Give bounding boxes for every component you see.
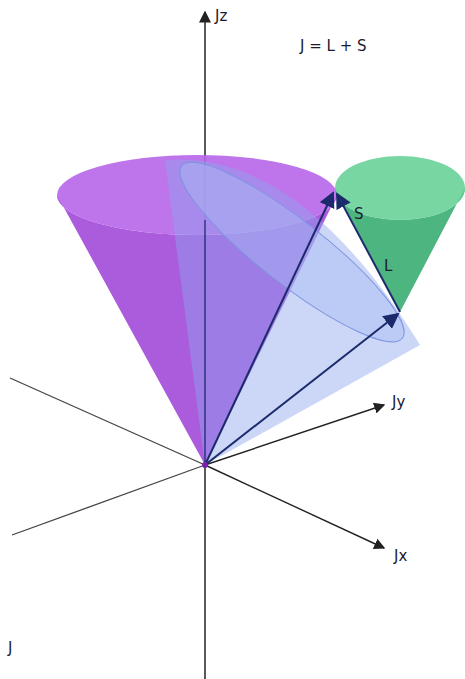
vector-label: S — [352, 206, 366, 223]
axis-line — [12, 465, 205, 535]
vector-label: L — [382, 258, 394, 275]
axis-label: J — [6, 640, 14, 657]
axis-label: Jz — [213, 8, 229, 25]
origin-dot — [202, 462, 208, 468]
equation-label: J = L + S — [298, 38, 369, 55]
axis-label: Jx — [392, 548, 409, 565]
j-vector — [205, 193, 333, 465]
jx-axis — [205, 465, 384, 548]
l-vector — [205, 314, 398, 465]
axis-label: Jy — [390, 394, 407, 411]
cone-axis — [204, 220, 205, 465]
s-vector — [337, 194, 400, 312]
jz-axis — [204, 12, 206, 679]
